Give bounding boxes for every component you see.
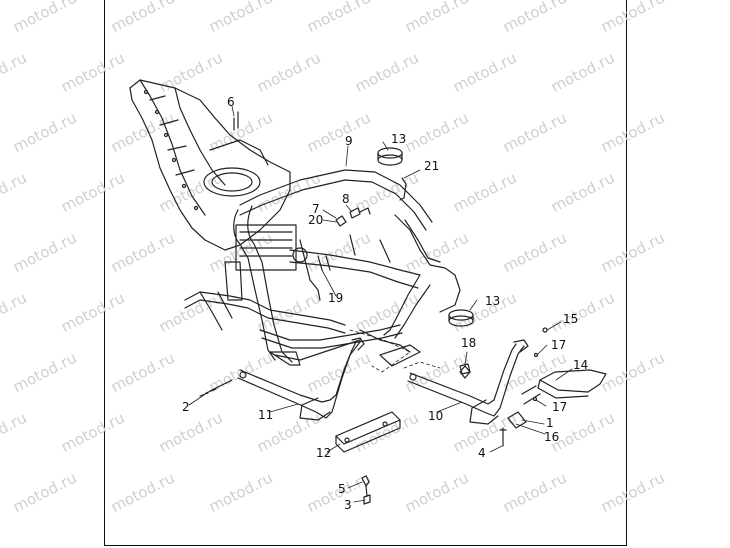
part-label-1: 1	[546, 416, 554, 430]
leader-lines	[188, 105, 573, 503]
rear-frame-section	[129, 79, 291, 251]
part-label-8: 8	[342, 192, 350, 206]
part-label-16: 16	[544, 430, 560, 444]
part-label-2: 2	[182, 400, 190, 414]
part-label-4: 4	[478, 446, 486, 460]
diagram-frame	[104, 0, 627, 546]
part-label-13-top: 13	[391, 132, 407, 146]
part-label-3: 3	[344, 498, 352, 512]
part-label-7: 7	[312, 202, 320, 216]
part-label-14: 14	[573, 358, 589, 372]
small-hardware	[199, 327, 548, 447]
part-label-19: 19	[328, 291, 344, 305]
part-label-13-bottom: 13	[485, 294, 501, 308]
main-frame-tubes	[224, 169, 461, 363]
rubber-mounts-13	[377, 147, 474, 327]
misc-items	[233, 111, 471, 375]
part-label-9: 9	[345, 134, 353, 148]
part-label-12: 12	[316, 446, 332, 460]
bracket-12	[335, 411, 401, 453]
part-label-17-top: 17	[551, 338, 567, 352]
part-label-17-bottom: 17	[552, 400, 568, 414]
part-label-5: 5	[338, 482, 346, 496]
part-label-10: 10	[428, 409, 444, 423]
part-label-21: 21	[424, 159, 440, 173]
part-label-11: 11	[258, 408, 274, 422]
left-footrest-mount	[205, 337, 365, 421]
part-label-15: 15	[563, 312, 579, 326]
part-label-18: 18	[461, 336, 477, 350]
shift-lever-14	[521, 369, 607, 405]
part-label-6: 6	[227, 95, 235, 109]
right-footrest-mount	[407, 339, 529, 425]
lower-frame-rails	[184, 291, 421, 367]
dashed-outlines	[349, 329, 441, 373]
part-label-20: 20	[308, 213, 324, 227]
bolt-3-5	[361, 475, 371, 505]
